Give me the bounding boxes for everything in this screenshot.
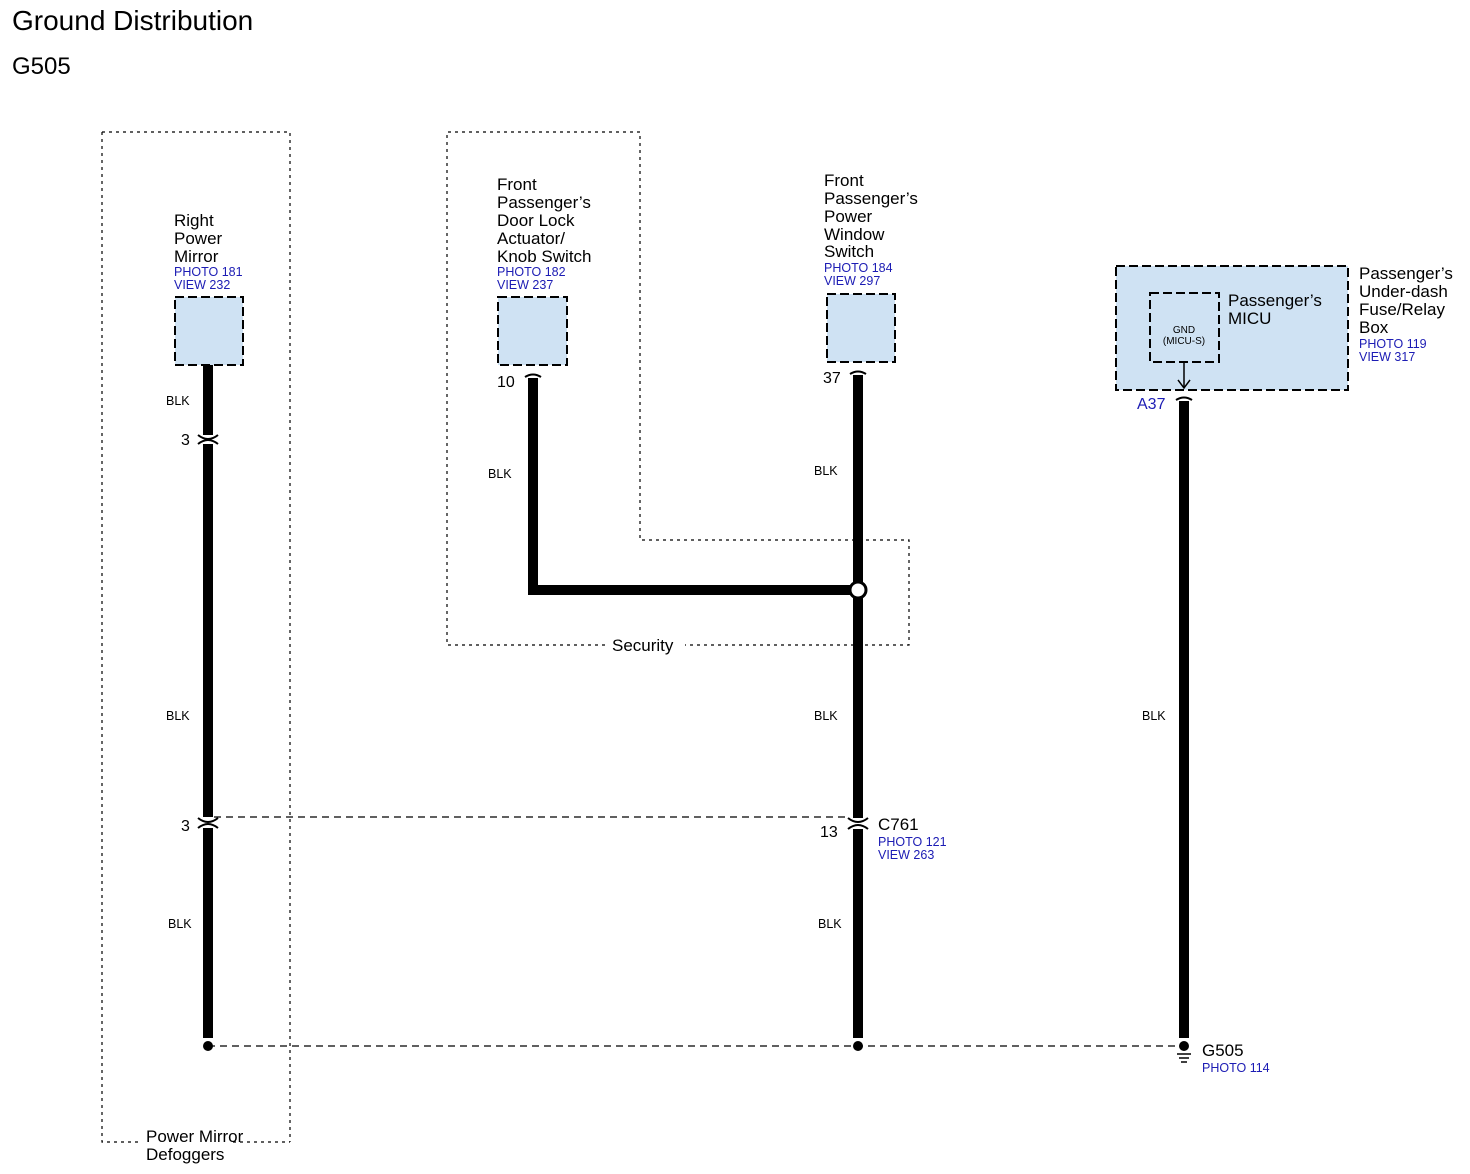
door-lock-pin-mark bbox=[524, 373, 542, 378]
micu-label-1: Passenger’s bbox=[1228, 291, 1322, 310]
mirror-wire-color-3: BLK bbox=[168, 917, 192, 931]
mirror-wire-color-1: BLK bbox=[166, 394, 190, 408]
window-switch-label-3: Power bbox=[824, 207, 873, 226]
right-mirror-label-2: Power bbox=[174, 229, 223, 248]
mirror-ground-node bbox=[203, 1041, 213, 1051]
c761-pin: 13 bbox=[820, 824, 838, 841]
mirror-bottom-pin: 3 bbox=[181, 818, 190, 835]
mirror-inline-connector-top bbox=[197, 434, 219, 445]
fuse-box-pin: A37 bbox=[1137, 396, 1166, 413]
ground-node bbox=[1179, 1041, 1189, 1051]
c761-photo-ref[interactable]: PHOTO 121 bbox=[878, 835, 947, 849]
micu-ground-arrow-icon bbox=[1177, 379, 1191, 390]
right-mirror-box bbox=[174, 296, 244, 366]
security-label: Security bbox=[612, 636, 674, 655]
door-lock-pin: 10 bbox=[497, 374, 515, 391]
window-wire-color-1: BLK bbox=[814, 464, 838, 478]
door-lock-view-ref[interactable]: VIEW 237 bbox=[497, 278, 553, 292]
splice-node bbox=[848, 580, 868, 600]
fuse-box-wire-color: BLK bbox=[1142, 709, 1166, 723]
window-switch-photo-ref[interactable]: PHOTO 184 bbox=[824, 261, 893, 275]
door-lock-label-3: Door Lock bbox=[497, 211, 575, 230]
door-lock-actuator: Front Passenger’s Door Lock Actuator/ Kn… bbox=[497, 175, 592, 366]
defoggers-group-box bbox=[101, 131, 291, 1143]
door-lock-wire-color: BLK bbox=[488, 467, 512, 481]
ground-photo-ref[interactable]: PHOTO 114 bbox=[1202, 1061, 1270, 1075]
gnd-label-1: GND bbox=[1173, 325, 1195, 336]
ground-g505: G505 PHOTO 114 bbox=[1177, 1041, 1270, 1075]
fuse-box-photo-ref[interactable]: PHOTO 119 bbox=[1359, 337, 1427, 351]
window-switch-box bbox=[826, 293, 896, 363]
defoggers-label-line1: Power Mirror bbox=[146, 1127, 244, 1146]
page-title: Ground Distribution bbox=[12, 5, 253, 36]
page-subtitle: G505 bbox=[12, 53, 71, 80]
fuse-relay-box: GND (MICU-S) Passenger’s MICU Passenger’… bbox=[1115, 264, 1453, 391]
ground-name: G505 bbox=[1202, 1041, 1244, 1060]
fuse-box-label-1: Passenger’s bbox=[1359, 264, 1453, 283]
micu-box bbox=[1149, 292, 1220, 363]
mirror-inline-connector-bottom bbox=[197, 817, 219, 829]
window-switch-label-5: Switch bbox=[824, 242, 874, 261]
window-switch-label-4: Window bbox=[824, 225, 885, 244]
right-mirror-photo-ref[interactable]: PHOTO 181 bbox=[174, 265, 243, 279]
window-switch-label-1: Front bbox=[824, 171, 864, 190]
window-switch-view-ref[interactable]: VIEW 297 bbox=[824, 274, 880, 288]
right-mirror-view-ref[interactable]: VIEW 232 bbox=[174, 278, 230, 292]
c761-connector-mark bbox=[847, 817, 869, 830]
door-lock-label-2: Passenger’s bbox=[497, 193, 591, 212]
fuse-box-pin-mark bbox=[1175, 396, 1193, 401]
defoggers-label-line2: Defoggers bbox=[146, 1145, 224, 1164]
fuse-box-label-4: Box bbox=[1359, 318, 1389, 337]
c761-view-ref[interactable]: VIEW 263 bbox=[878, 848, 934, 862]
window-switch-label-2: Passenger’s bbox=[824, 189, 918, 208]
gnd-label-2: (MICU-S) bbox=[1163, 336, 1205, 347]
window-ground-node bbox=[853, 1041, 863, 1051]
fuse-box-view-ref[interactable]: VIEW 317 bbox=[1359, 350, 1415, 364]
door-lock-label-1: Front bbox=[497, 175, 537, 194]
fuse-box-label-2: Under-dash bbox=[1359, 282, 1448, 301]
power-window-switch: Front Passenger’s Power Window Switch PH… bbox=[824, 171, 918, 363]
door-lock-wire bbox=[528, 378, 858, 595]
right-power-mirror: Right Power Mirror PHOTO 181 VIEW 232 bbox=[174, 211, 244, 366]
right-mirror-label-1: Right bbox=[174, 211, 214, 230]
right-mirror-label-3: Mirror bbox=[174, 247, 219, 266]
fuse-box-outline bbox=[1115, 265, 1349, 391]
mirror-wire-color-2: BLK bbox=[166, 709, 190, 723]
c761-name: C761 bbox=[878, 815, 919, 834]
door-lock-label-5: Knob Switch bbox=[497, 247, 592, 266]
door-lock-box bbox=[497, 296, 568, 366]
window-switch-pin: 37 bbox=[823, 370, 841, 387]
window-switch-pin-mark bbox=[849, 370, 867, 375]
window-wire-color-3: BLK bbox=[818, 917, 842, 931]
fuse-box-label-3: Fuse/Relay bbox=[1359, 300, 1445, 319]
window-wire-color-2: BLK bbox=[814, 709, 838, 723]
mirror-top-pin: 3 bbox=[181, 432, 190, 449]
door-lock-photo-ref[interactable]: PHOTO 182 bbox=[497, 265, 566, 279]
door-lock-label-4: Actuator/ bbox=[497, 229, 565, 248]
micu-label-2: MICU bbox=[1228, 309, 1271, 328]
